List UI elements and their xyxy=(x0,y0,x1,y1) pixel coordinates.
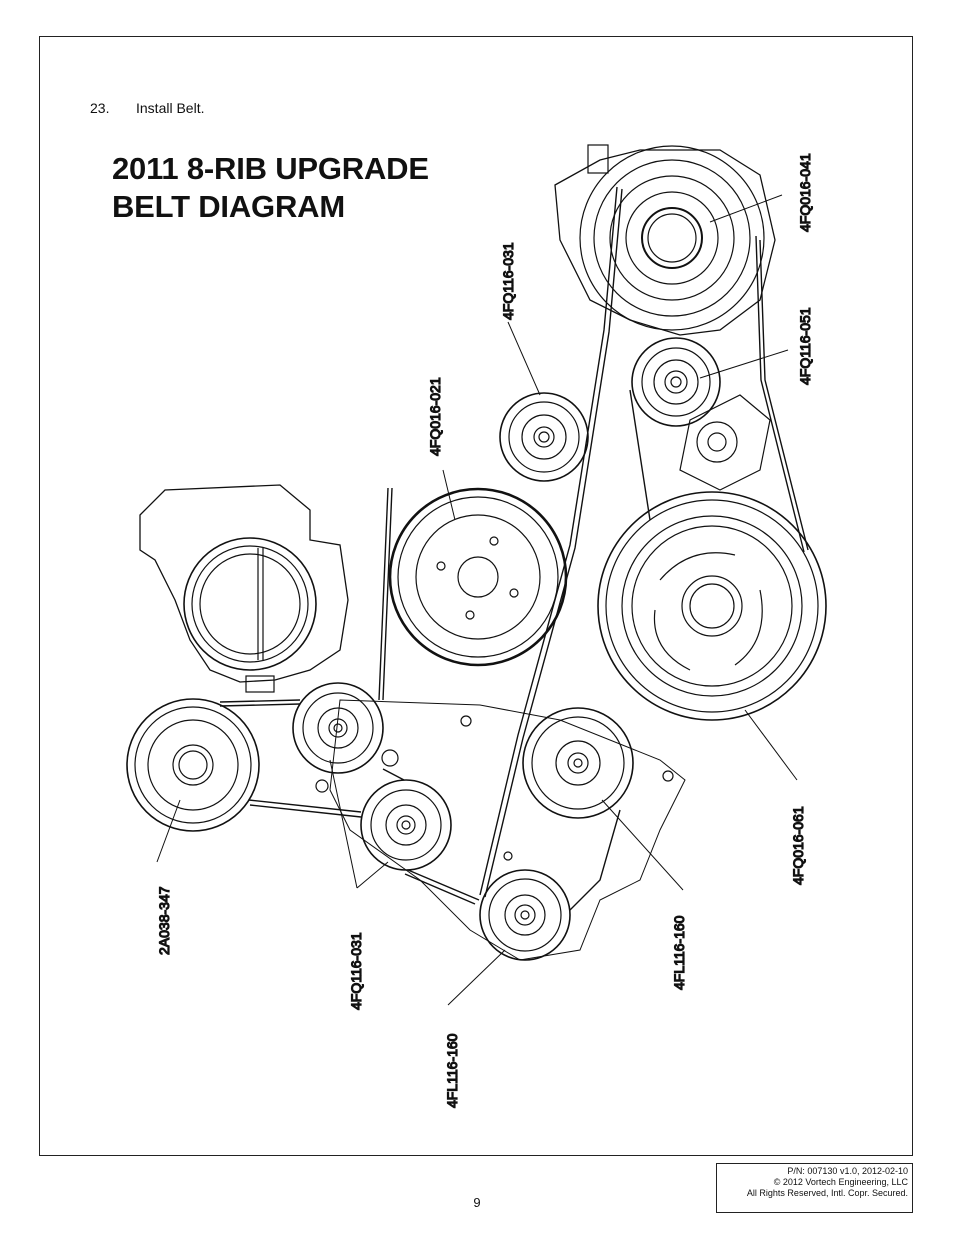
label-alternator: 4FQ016-041 xyxy=(797,153,813,232)
idler-pulley-top xyxy=(499,392,589,482)
page-frame xyxy=(39,36,913,1156)
label-idlers-left: 4FQ116-031 xyxy=(348,932,364,1010)
part-number: P/N: 007130 v1.0, 2012-02-10 xyxy=(787,1166,908,1176)
supercharger-pulley xyxy=(126,698,260,832)
label-water-pump: 4FQ016-021 xyxy=(427,377,443,456)
throttle-body xyxy=(139,484,349,693)
idler-pulley-right xyxy=(522,707,634,819)
crank-pulley xyxy=(597,491,827,721)
step-number: 23. xyxy=(90,100,110,116)
step-text: Install Belt. xyxy=(136,100,205,116)
label-supercharger: 2A038-347 xyxy=(156,886,172,955)
title-line-2: BELT DIAGRAM xyxy=(112,189,345,224)
bracket-bolt-hole xyxy=(381,749,399,767)
label-idler-top: 4FQ116-031 xyxy=(500,242,516,320)
label-idler-right: 4FL116-160 xyxy=(671,915,687,990)
alternator xyxy=(554,144,776,336)
mounting-bracket xyxy=(329,699,686,961)
bracket-bolt-hole xyxy=(315,779,329,793)
bracket-bolt-hole xyxy=(460,715,472,727)
page-title: 2011 8-RIB UPGRADE BELT DIAGRAM xyxy=(112,150,429,226)
title-line-1: 2011 8-RIB UPGRADE xyxy=(112,151,429,186)
copyright: © 2012 Vortech Engineering, LLC xyxy=(773,1177,908,1187)
bracket-bolt-hole xyxy=(662,770,674,782)
tensioner-pulley xyxy=(631,337,771,491)
label-crank: 4FQ016-061 xyxy=(790,806,806,885)
rights: All Rights Reserved, Intl. Copr. Secured… xyxy=(746,1188,908,1198)
idler-pulley-left-upper xyxy=(292,682,384,774)
label-tensioner: 4FQ116-051 xyxy=(797,307,813,385)
label-idler-bottom: 4FL116-160 xyxy=(444,1033,460,1108)
water-pump-pulley xyxy=(388,487,568,667)
step-instruction: 23. Install Belt. xyxy=(90,100,204,116)
bracket-bolt-hole xyxy=(503,851,513,861)
part-number-box: P/N: 007130 v1.0, 2012-02-10 © 2012 Vort… xyxy=(716,1163,913,1213)
page-number: 9 xyxy=(473,1195,481,1210)
idler-pulley-bottom xyxy=(479,869,571,961)
serpentine-belt xyxy=(219,186,809,911)
leader-lines xyxy=(156,194,798,1006)
idler-pulley-left-lower xyxy=(360,779,452,871)
